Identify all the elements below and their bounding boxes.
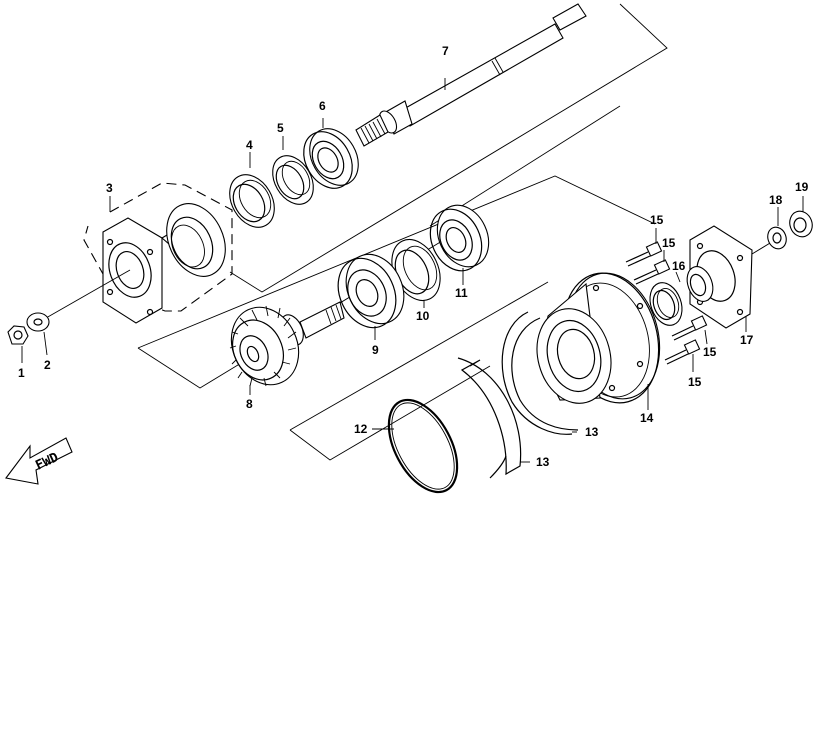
callout-2: 2 xyxy=(44,358,51,372)
callout-18: 18 xyxy=(769,193,783,207)
callout-7: 7 xyxy=(442,44,449,58)
washer-18 xyxy=(767,207,787,250)
callout-16: 16 xyxy=(672,259,686,273)
callout-10: 10 xyxy=(416,309,430,323)
case-group-panel xyxy=(289,281,549,461)
callout-11: 11 xyxy=(455,286,468,300)
shim-13-upper xyxy=(501,311,579,435)
fwd-direction-arrow: FWD xyxy=(5,437,73,485)
bolt-15-b xyxy=(633,250,671,285)
nut-1 xyxy=(7,325,29,363)
callout-6: 6 xyxy=(319,99,326,113)
bolt-15-d xyxy=(664,339,701,372)
callout-8: 8 xyxy=(246,397,253,411)
callout-12: 12 xyxy=(354,422,368,436)
bearing-housing-3 xyxy=(83,182,233,324)
callout-9: 9 xyxy=(372,343,379,357)
callout-17: 17 xyxy=(740,333,754,347)
seal-16 xyxy=(649,271,683,326)
o-ring-12 xyxy=(372,398,459,494)
bearing-11 xyxy=(429,204,490,285)
callout-15-d: 15 xyxy=(688,375,702,389)
callout-15-c: 15 xyxy=(703,345,717,359)
shim-13-lower xyxy=(457,357,530,479)
callout-14: 14 xyxy=(640,411,654,425)
callout-15-b: 15 xyxy=(662,236,676,250)
callout-1: 1 xyxy=(18,366,25,380)
callout-15-a: 15 xyxy=(650,213,664,227)
needle-bearing-5 xyxy=(272,136,314,205)
oil-seal-4 xyxy=(229,152,275,228)
assembly-axis-line xyxy=(45,269,131,319)
callout-3: 3 xyxy=(106,181,113,195)
bolt-15-c xyxy=(671,315,708,345)
callout-4: 4 xyxy=(246,138,253,152)
callout-5: 5 xyxy=(277,121,284,135)
bearing-6 xyxy=(303,118,359,189)
pinion-gear-8 xyxy=(229,301,345,395)
callout-labels: 1 2 3 4 5 6 7 8 9 10 11 12 13 13 14 15 1… xyxy=(18,44,809,469)
propeller-shaft xyxy=(355,3,587,147)
callout-13-upper: 13 xyxy=(585,425,599,439)
callout-19: 19 xyxy=(795,180,809,194)
washer-2 xyxy=(26,312,50,356)
gear-case-14 xyxy=(536,272,661,410)
bearing-cover-17 xyxy=(686,225,776,332)
bolt-15-a xyxy=(625,228,663,267)
bearing-9 xyxy=(337,253,405,340)
callout-13-lower: 13 xyxy=(536,455,550,469)
nut-19 xyxy=(789,196,813,238)
